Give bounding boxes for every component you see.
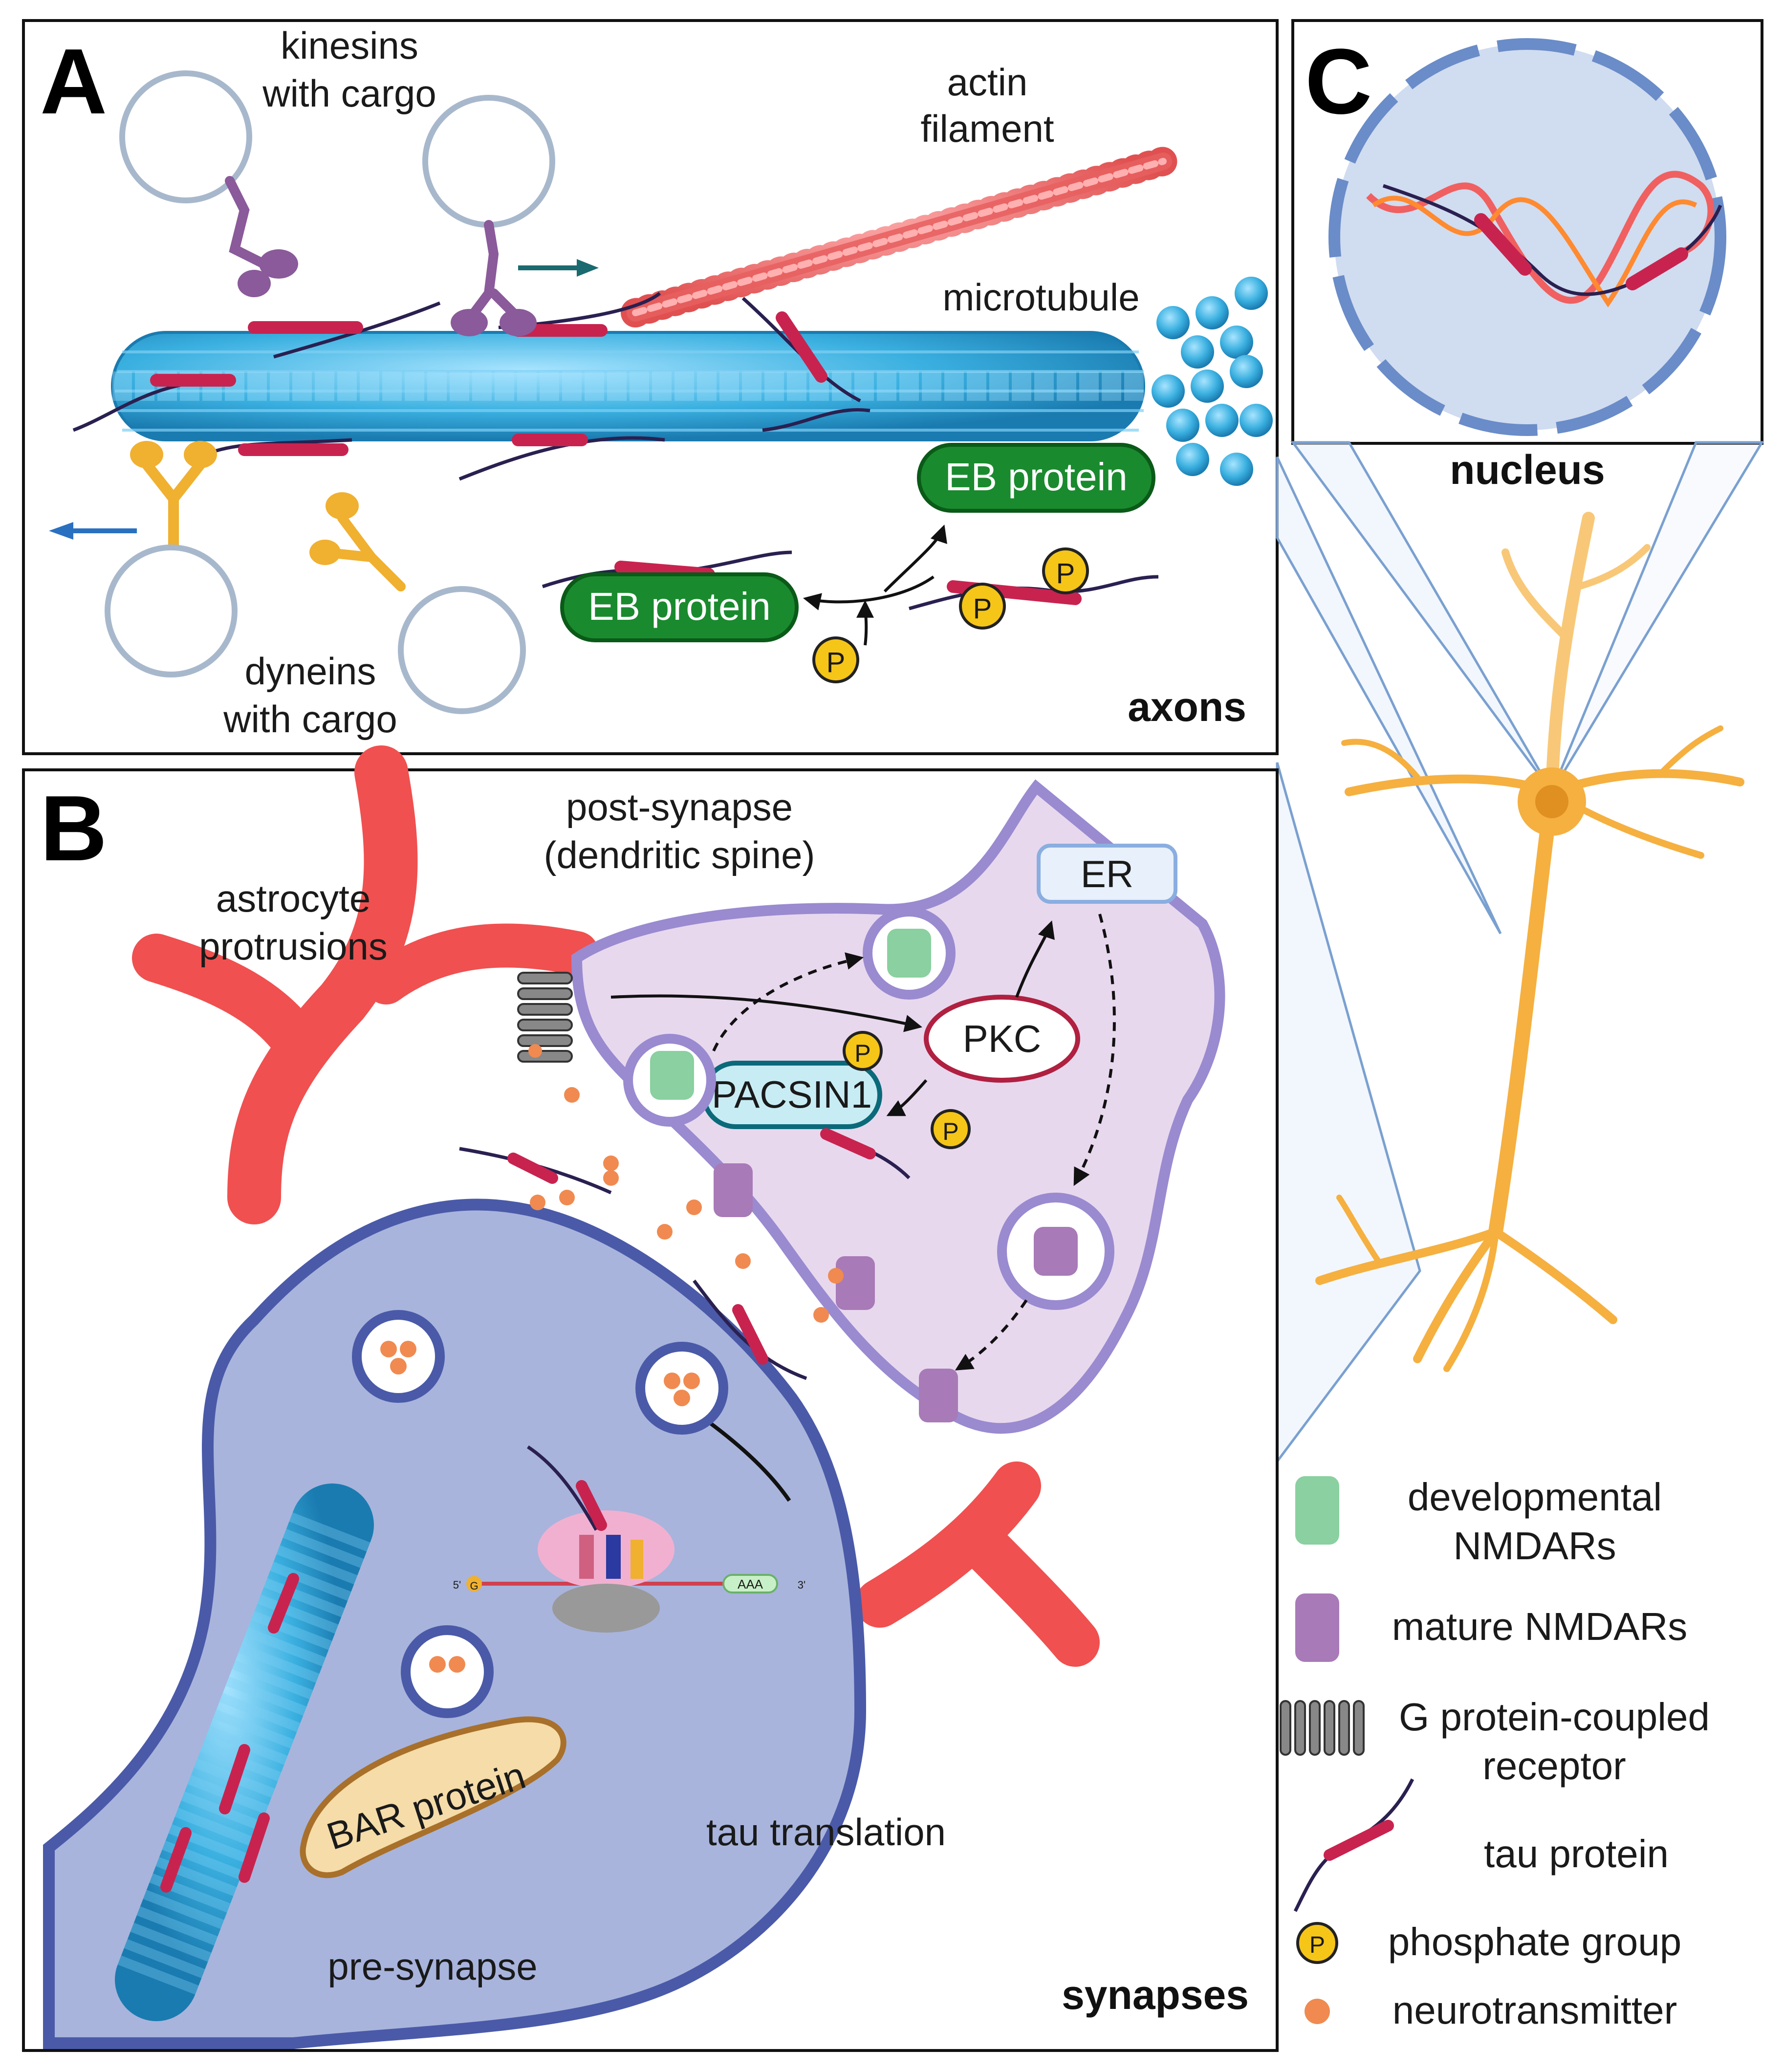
tau-protein-icon bbox=[1293, 1778, 1414, 1912]
legend: developmental NMDARs mature NMDARs G pro… bbox=[1280, 1475, 1710, 2032]
nucleus-label: nucleus bbox=[1450, 447, 1605, 493]
phosphate-icon bbox=[843, 1031, 883, 1071]
neurotransmitter-icon bbox=[1305, 1999, 1330, 2024]
astrocyte-label-line2: protrusions bbox=[199, 925, 388, 968]
panel-a-letter: A bbox=[40, 30, 107, 133]
neurotransmitter-icon bbox=[528, 1044, 542, 1058]
phosphate-icon bbox=[959, 583, 1006, 630]
svg-text:PACSIN1: PACSIN1 bbox=[712, 1073, 872, 1116]
mature-nmdar-icon bbox=[1295, 1593, 1339, 1662]
legend-item-neurotransmitter: neurotransmitter bbox=[1305, 1988, 1677, 2032]
post-synapse-label-line1: post-synapse bbox=[566, 785, 793, 829]
svg-text:phosphate group: phosphate group bbox=[1388, 1920, 1682, 1963]
svg-text:P: P bbox=[973, 593, 992, 625]
developmental-nmdar-icon bbox=[1295, 1476, 1339, 1545]
mature-nmdars-membrane bbox=[714, 1163, 958, 1422]
svg-text:ER: ER bbox=[1081, 852, 1133, 895]
legend-item-phosphate: P phosphate group bbox=[1296, 1920, 1682, 1964]
gpcr-icon bbox=[1280, 1700, 1365, 1756]
phospho-tau: P P bbox=[909, 547, 1159, 630]
actin-label-line2: filament bbox=[920, 107, 1054, 150]
microtubule-label: microtubule bbox=[942, 276, 1139, 319]
phosphate-icon bbox=[931, 1109, 971, 1149]
panel-c: C nucleus bbox=[1291, 19, 1763, 493]
presynaptic-microtubule bbox=[115, 1483, 374, 2021]
phosphate-icon bbox=[1296, 1922, 1338, 1964]
post-synapse-label-line2: (dendritic spine) bbox=[544, 833, 815, 876]
nucleus-circle bbox=[1328, 38, 1726, 436]
kinesin-cargo-2 bbox=[422, 95, 555, 336]
actin-filament bbox=[621, 147, 1178, 327]
membrane-pit-dev bbox=[623, 1034, 716, 1127]
synapses-label: synapses bbox=[1062, 1972, 1249, 2018]
pre-synapse-label: pre-synapse bbox=[327, 1945, 537, 1988]
svg-text:NMDARs: NMDARs bbox=[1453, 1524, 1616, 1568]
panel-c-letter: C bbox=[1305, 30, 1372, 133]
svg-text:mature NMDARs: mature NMDARs bbox=[1392, 1605, 1688, 1648]
panel-b-letter: B bbox=[40, 777, 107, 880]
svg-text:P: P bbox=[942, 1118, 958, 1145]
dyneins-label-line2: with cargo bbox=[223, 698, 397, 741]
actin-label-line1: actin bbox=[947, 61, 1028, 104]
svg-text:3': 3' bbox=[798, 1579, 805, 1591]
legend-item-developmental-nmdars: developmental NMDARs bbox=[1295, 1475, 1662, 1568]
dynein-cargo-2 bbox=[309, 492, 526, 714]
svg-text:P: P bbox=[1309, 1932, 1325, 1958]
svg-text:5': 5' bbox=[453, 1579, 461, 1591]
legend-item-mature-nmdars: mature NMDARs bbox=[1295, 1593, 1687, 1662]
svg-text:G protein-coupled: G protein-coupled bbox=[1399, 1695, 1710, 1739]
eb-protein-bound: EB protein bbox=[917, 443, 1155, 513]
tau-translation-label: tau translation bbox=[706, 1810, 946, 1854]
phosphate-icon bbox=[1042, 547, 1089, 594]
er-box: ER bbox=[1037, 844, 1177, 904]
svg-text:neurotransmitter: neurotransmitter bbox=[1392, 1988, 1677, 2032]
astrocyte-label-line1: astrocyte bbox=[216, 877, 370, 920]
pacsin1-shape: PACSIN1 bbox=[701, 1061, 882, 1129]
svg-text:AAA: AAA bbox=[738, 1577, 763, 1592]
neuron bbox=[1315, 512, 1744, 1372]
svg-text:P: P bbox=[854, 1040, 870, 1067]
eb-arrows bbox=[803, 524, 947, 646]
pkc-ellipse: PKC bbox=[924, 995, 1080, 1083]
free-tubulin bbox=[1152, 277, 1273, 486]
svg-text:P: P bbox=[827, 647, 846, 678]
endocytic-vesicle-dev bbox=[863, 907, 956, 1000]
svg-text:PKC: PKC bbox=[963, 1017, 1041, 1060]
gpcr-icon bbox=[517, 972, 573, 1063]
kinesin-direction-arrow bbox=[518, 259, 599, 277]
dynein-direction-arrow bbox=[49, 522, 137, 540]
tau-translation-complex: G 5' AAA 3' bbox=[453, 1445, 805, 1633]
kinesins-label-line1: kinesins bbox=[281, 24, 418, 67]
neuron-nucleus bbox=[1535, 785, 1568, 818]
microtubule bbox=[111, 331, 1145, 441]
svg-text:receptor: receptor bbox=[1482, 1744, 1626, 1788]
legend-item-gpcr: G protein-coupled receptor bbox=[1280, 1695, 1710, 1788]
panel-a: A bbox=[22, 19, 1279, 755]
eb-protein-free: EB protein bbox=[542, 550, 799, 642]
panel-b: B post-synapse (dendritic spine) astrocy… bbox=[22, 745, 1279, 2052]
svg-text:EB protein: EB protein bbox=[588, 585, 771, 628]
tau-cleft bbox=[459, 1128, 911, 1380]
dyneins-label-line1: dyneins bbox=[245, 650, 376, 693]
synaptic-vesicles bbox=[352, 1310, 728, 1718]
signaling-arrows bbox=[610, 914, 1116, 1502]
svg-text:G: G bbox=[470, 1580, 478, 1592]
kinesins-label-line2: with cargo bbox=[262, 72, 436, 115]
svg-text:developmental: developmental bbox=[1408, 1475, 1662, 1519]
kinesin-cargo-1 bbox=[119, 70, 298, 297]
legend-item-tau: tau protein bbox=[1293, 1778, 1669, 1912]
axons-label: axons bbox=[1128, 684, 1246, 730]
svg-text:P: P bbox=[1056, 558, 1075, 589]
phosphate-icon bbox=[812, 636, 859, 683]
dynein-cargo-1 bbox=[105, 441, 238, 677]
svg-text:tau protein: tau protein bbox=[1484, 1832, 1669, 1876]
astrocyte-protrusions bbox=[132, 745, 1100, 1667]
neurotransmitters-cleft bbox=[530, 1087, 844, 1323]
svg-text:EB protein: EB protein bbox=[945, 455, 1128, 499]
vesicle-mature bbox=[997, 1193, 1114, 1310]
zoom-lines bbox=[1276, 441, 1764, 1465]
chromatin bbox=[1366, 171, 1722, 307]
